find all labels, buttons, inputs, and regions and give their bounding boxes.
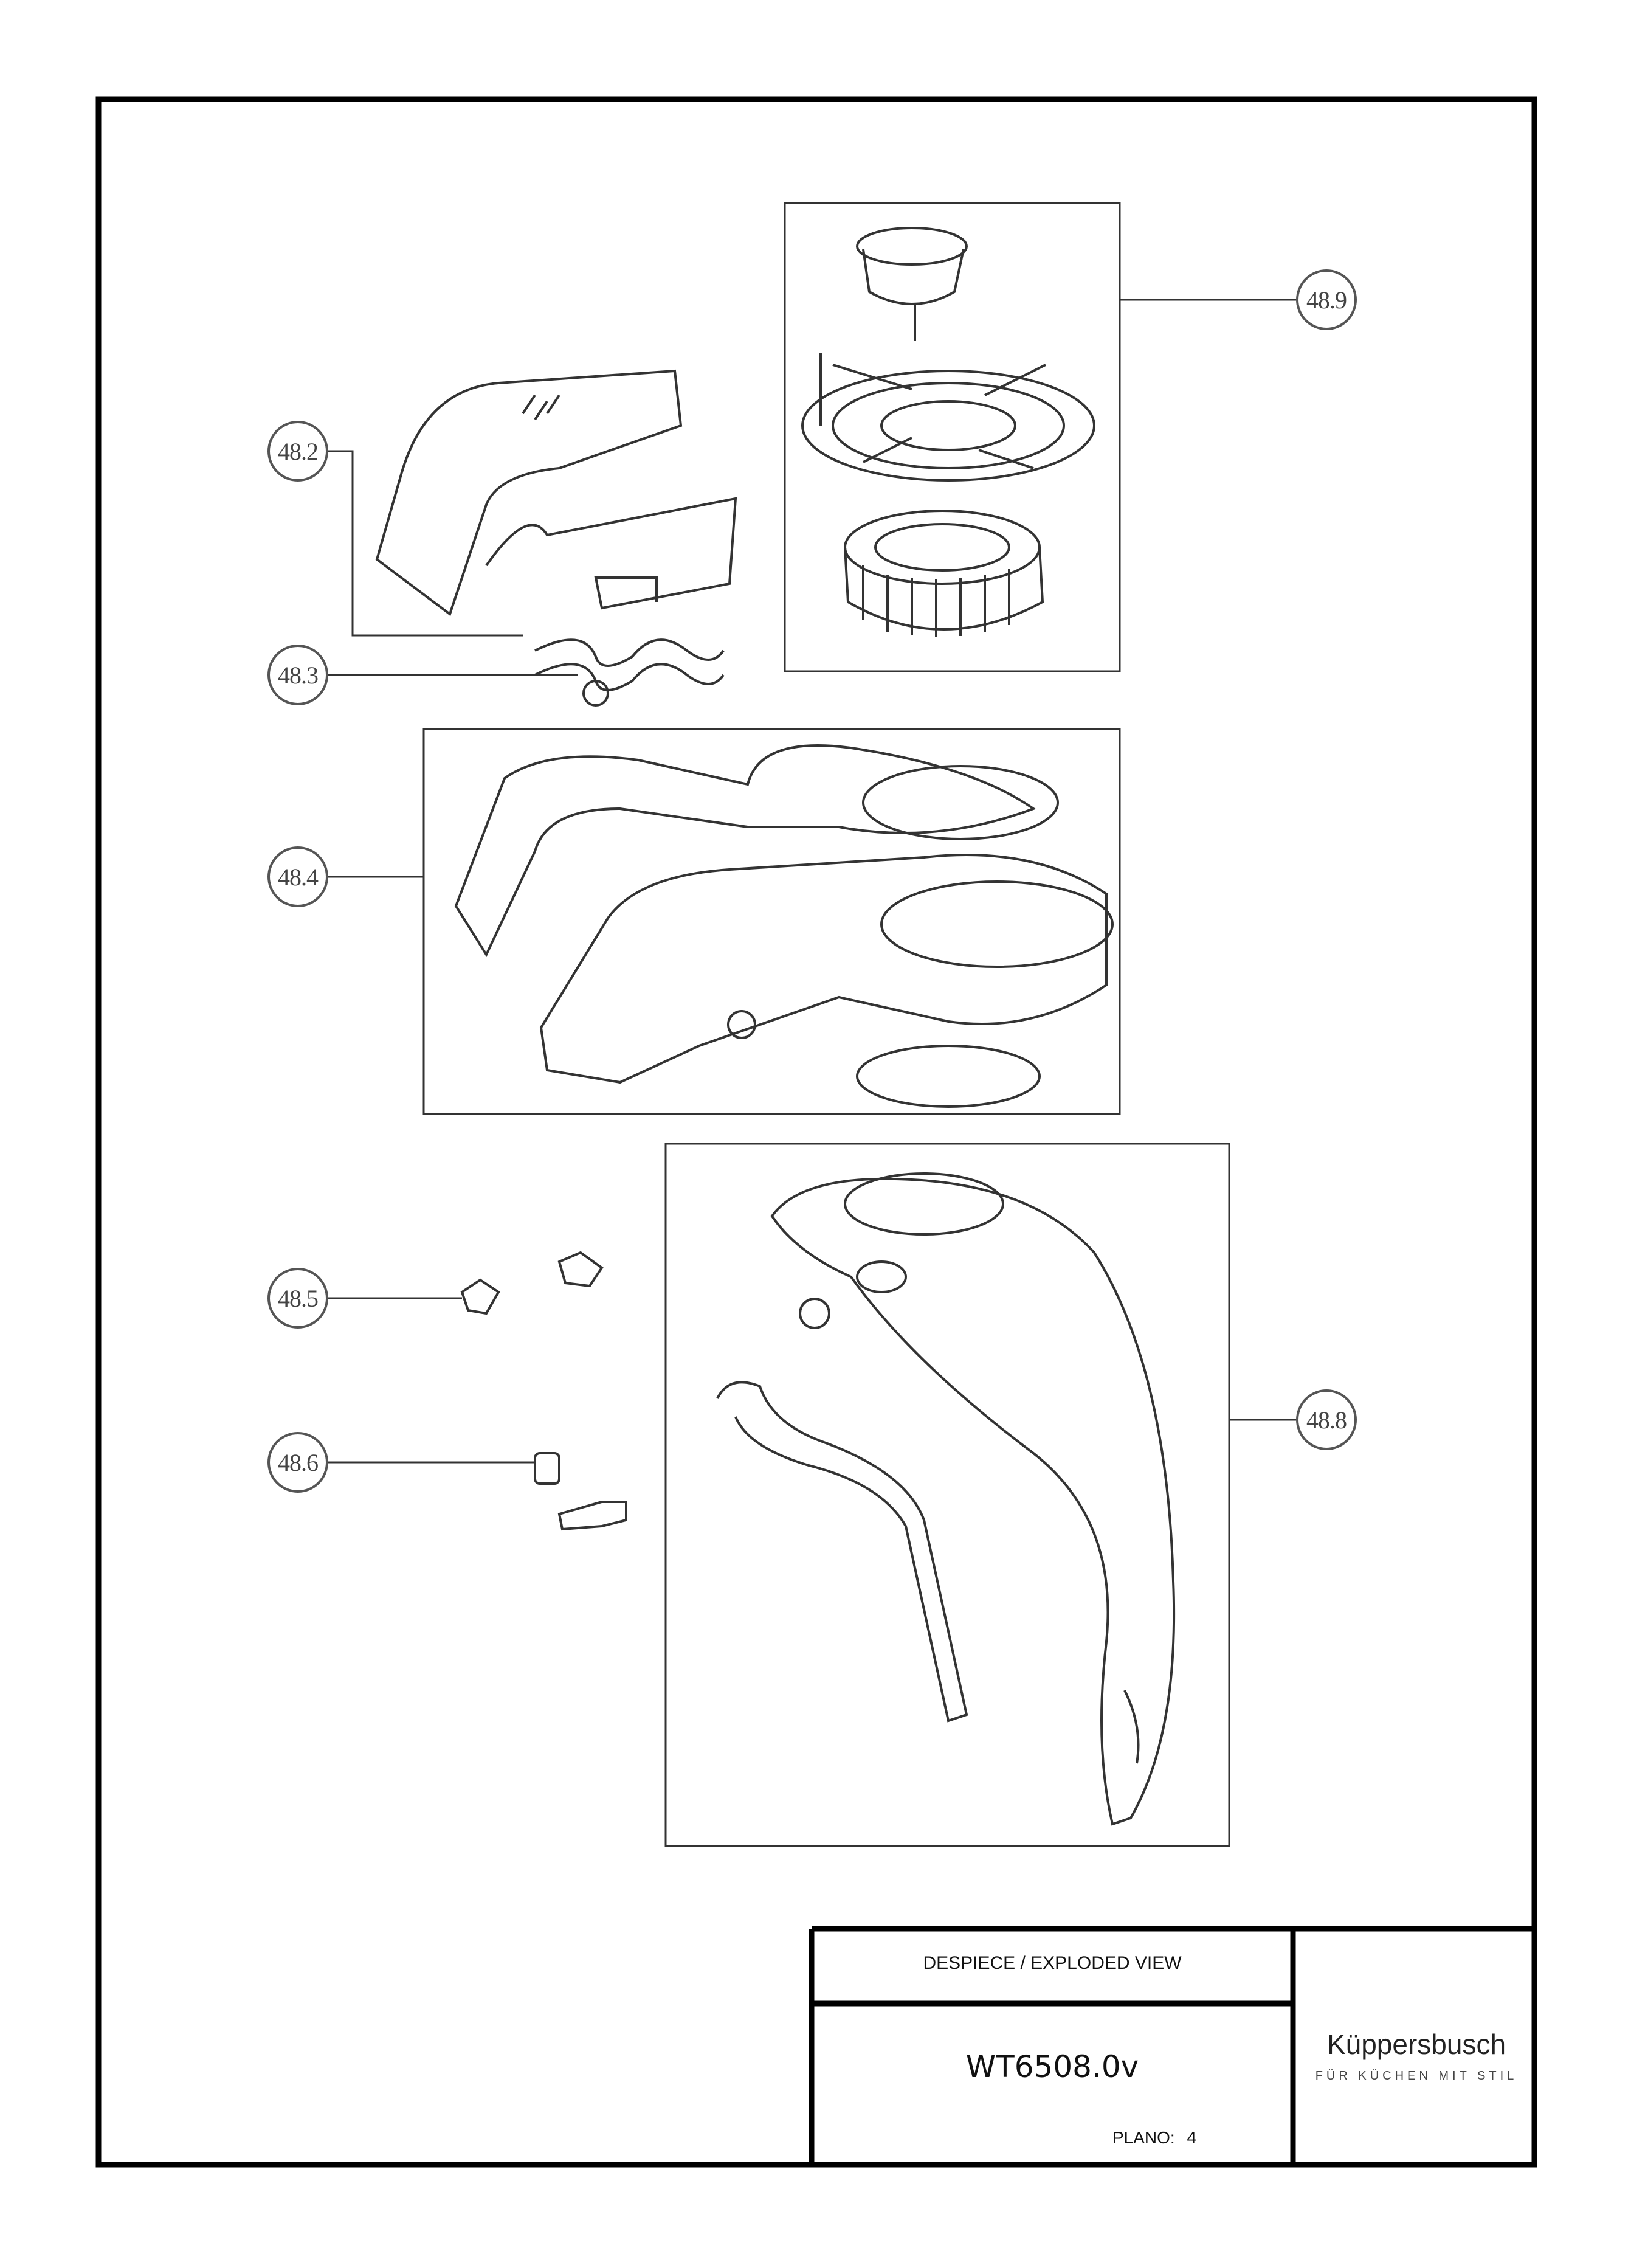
condenser-duct-part bbox=[770, 1172, 1176, 1826]
plano-value: 4 bbox=[1187, 2128, 1197, 2147]
plano-number: PLANO: 4 bbox=[1112, 2128, 1196, 2148]
housing-part bbox=[454, 744, 1114, 1108]
upper-duct-part bbox=[375, 369, 737, 617]
ring-filter-part bbox=[844, 510, 1044, 637]
drain-hose-part bbox=[716, 1381, 968, 1723]
brand-logo: Küppersbusch bbox=[1326, 2028, 1506, 2060]
title-block-lines bbox=[809, 1926, 1534, 2165]
drawing-title: DESPIECE / EXPLODED VIEW bbox=[923, 1953, 1182, 1973]
model-number: WT6508.0v bbox=[965, 2049, 1139, 2084]
connector-parts bbox=[534, 1452, 627, 1531]
callout-48-6: 48.6 bbox=[267, 1432, 328, 1493]
group-box-fan bbox=[784, 202, 1121, 672]
callout-48-2: 48.2 bbox=[267, 421, 328, 482]
callout-48-9: 48.9 bbox=[1296, 269, 1357, 330]
heater-element-part bbox=[534, 638, 725, 707]
callout-48-4: 48.4 bbox=[267, 846, 328, 907]
clip-parts bbox=[460, 1251, 604, 1315]
plano-label: PLANO: bbox=[1112, 2128, 1175, 2147]
group-box-condenser bbox=[664, 1143, 1230, 1847]
group-box-housing bbox=[422, 728, 1121, 1115]
outer-frame bbox=[95, 96, 1537, 2168]
callout-bracket-48-2 bbox=[328, 450, 523, 637]
callout-48-8: 48.8 bbox=[1296, 1389, 1357, 1450]
fan-grille-part bbox=[801, 353, 1095, 482]
callout-48-5: 48.5 bbox=[267, 1268, 328, 1329]
brand-tagline: FÜR KÜCHEN MIT STIL bbox=[1315, 2069, 1518, 2083]
motor-cap-part bbox=[856, 227, 968, 341]
callout-48-3: 48.3 bbox=[267, 645, 328, 705]
